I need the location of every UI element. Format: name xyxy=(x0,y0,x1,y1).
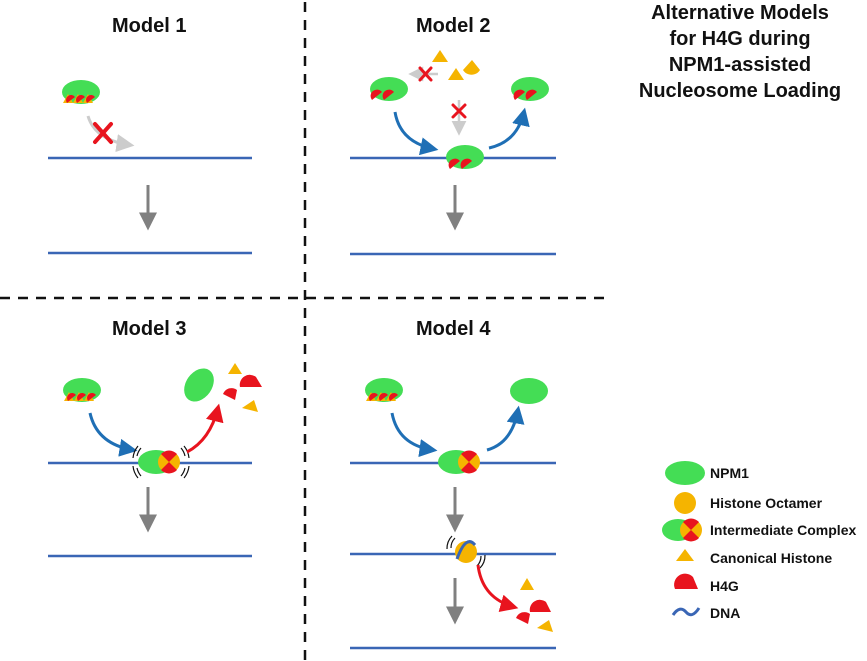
legend-label-h4g: H4G xyxy=(710,578,739,594)
block-x-mark xyxy=(451,100,467,136)
loading-arrow xyxy=(390,412,438,457)
model-1-panel xyxy=(48,80,252,255)
model-4-title: Model 4 xyxy=(416,318,491,340)
block-x-mark xyxy=(93,122,113,144)
loading-arrow xyxy=(88,412,138,457)
model-3-panel xyxy=(48,363,262,558)
released-histones xyxy=(223,363,262,412)
release-arrow xyxy=(488,107,530,150)
legend-icons xyxy=(662,461,705,617)
legend-label-dna: DNA xyxy=(710,605,741,621)
legend-label-intermediate-complex: Intermediate Complex xyxy=(710,522,857,538)
figure-title-line: NPM1-assisted xyxy=(668,54,812,76)
npm1-free xyxy=(510,378,548,404)
intermediate-complex xyxy=(438,450,480,474)
intermediate-complex xyxy=(62,80,100,104)
intermediate-complex-icon xyxy=(662,518,702,542)
canonical-histone-icon xyxy=(676,549,694,561)
intermediate-complex xyxy=(63,378,101,402)
legend-label-canonical-histone: Canonical Histone xyxy=(710,550,833,566)
intermediate-complex xyxy=(365,378,403,402)
figure-title-line: Alternative Models xyxy=(651,2,829,24)
canonical-histone-cluster xyxy=(432,50,480,80)
figure-title-line: for H4G during xyxy=(669,28,811,50)
figure-title-line: Nucleosome Loading xyxy=(638,80,842,102)
npm1-free xyxy=(184,368,214,402)
figure-title: Alternative Models for H4G during NPM1-a… xyxy=(620,0,860,104)
legend-label-histone-octamer: Histone Octamer xyxy=(710,495,823,511)
loading-arrow xyxy=(393,111,439,156)
histone-octamer-icon xyxy=(674,492,696,514)
release-arrow xyxy=(486,405,525,452)
intermediate-complex xyxy=(370,77,408,101)
npm1-icon xyxy=(665,461,705,485)
release-arrow xyxy=(476,564,519,613)
release-arrow xyxy=(186,403,224,454)
model-4-panel xyxy=(350,378,556,650)
released-histones xyxy=(516,578,553,632)
nucleosome xyxy=(446,535,486,569)
intermediate-complex xyxy=(132,445,190,479)
h4g-icon xyxy=(674,573,698,589)
legend-label-npm1: NPM1 xyxy=(710,465,749,481)
model-1-title: Model 1 xyxy=(112,15,187,37)
block-x-mark xyxy=(408,66,438,82)
dna-icon xyxy=(671,607,701,617)
model-2-title: Model 2 xyxy=(416,15,491,37)
model-3-title: Model 3 xyxy=(112,318,187,340)
intermediate-complex xyxy=(446,145,484,169)
intermediate-complex xyxy=(511,77,549,101)
model-2-panel xyxy=(350,50,556,256)
